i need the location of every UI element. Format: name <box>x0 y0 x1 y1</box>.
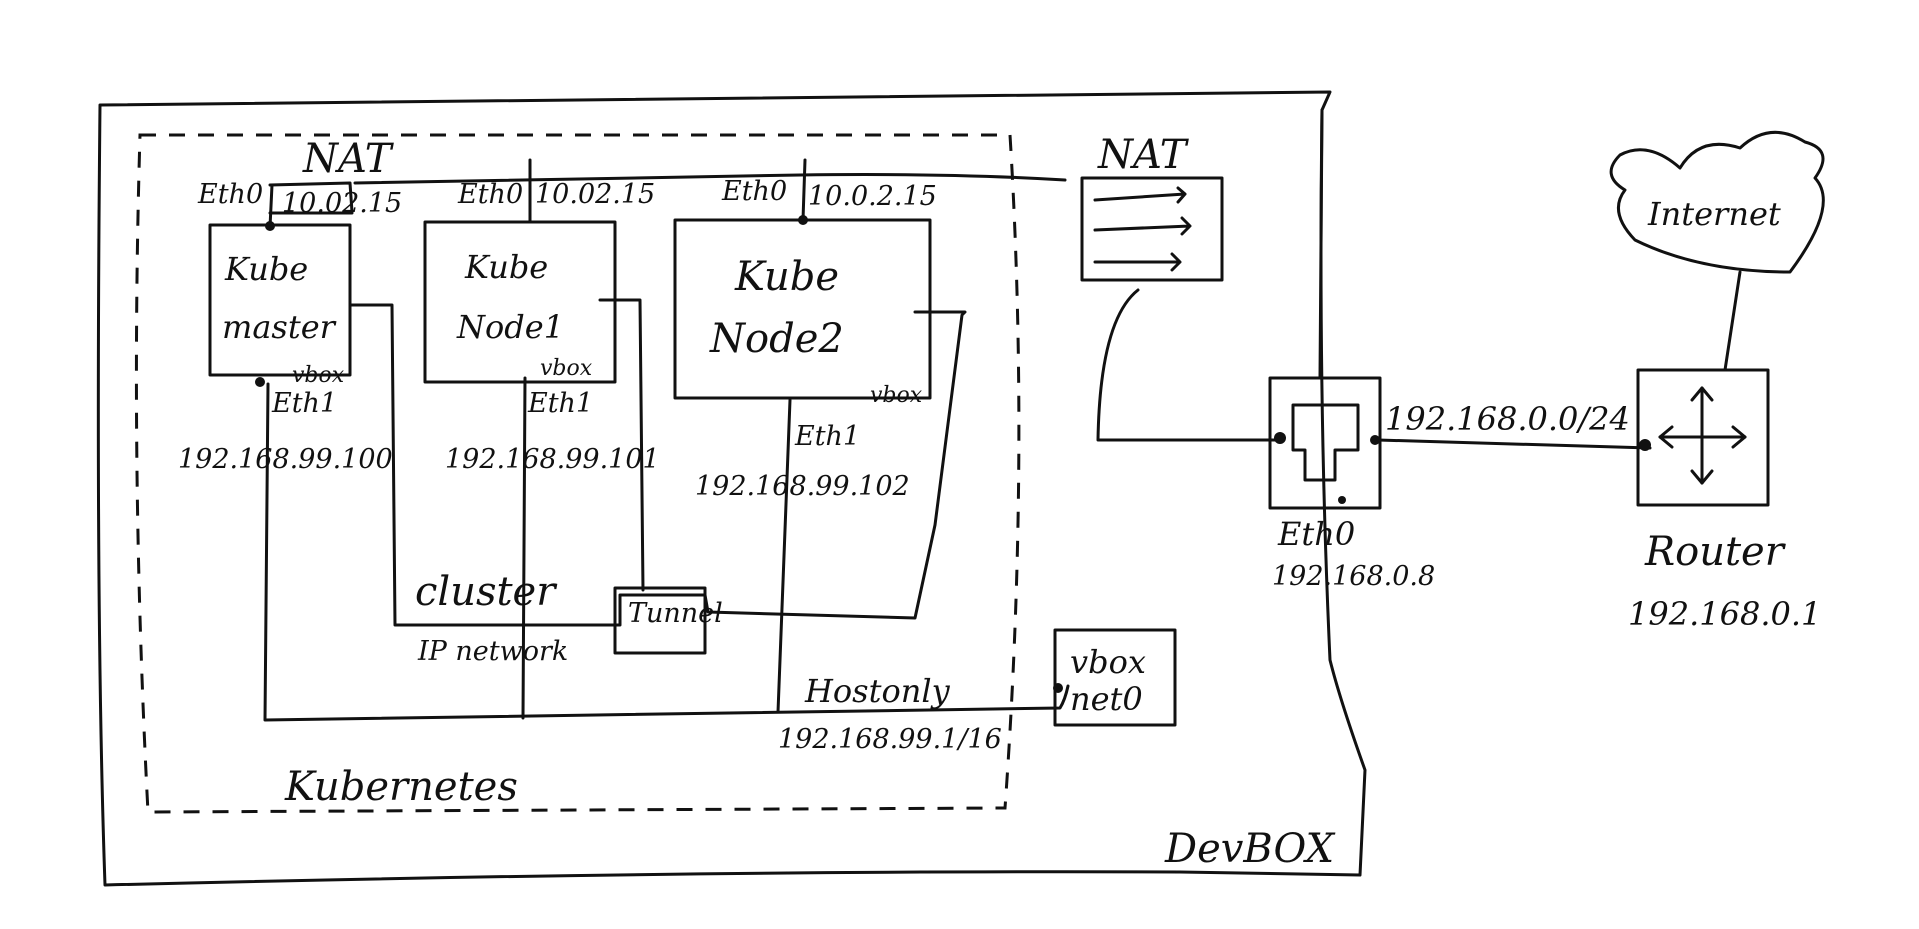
eth1-port <box>255 377 265 387</box>
nat-box <box>1080 176 1224 282</box>
host-ip-label: 192.168.0.8 <box>1272 561 1435 592</box>
internet-link <box>1723 270 1742 372</box>
host-nic-box <box>1268 376 1382 510</box>
cluster-label: cluster <box>415 569 558 615</box>
kubernetes-label: Kubernetes <box>284 764 518 810</box>
eth1-label: Eth1 <box>271 388 337 419</box>
host-nic-icon <box>1291 403 1360 482</box>
devbox-boundary <box>96 90 1367 887</box>
internet-cloud <box>1609 130 1825 274</box>
node-box <box>208 223 352 377</box>
router-arrows-icon <box>1658 386 1747 485</box>
hostonly-net-label: 192.168.99.1/16 <box>778 724 1002 755</box>
router-ip-label: 192.168.0.1 <box>1628 595 1821 633</box>
vbox-label: vbox <box>540 356 593 381</box>
nat-to-host-line <box>1096 288 1282 442</box>
node-box <box>423 220 617 384</box>
hostonly-network-line <box>263 382 1070 722</box>
host-eth0-label: Eth0 <box>1277 515 1355 553</box>
node-kube-node2: Kube Node2 Eth0 10.0.2.15 vbox Eth1 192.… <box>673 158 937 502</box>
node-name-line1: Kube <box>224 250 308 288</box>
host-ip-label: 192.168.99.100 <box>178 444 393 475</box>
node-name-line1: Kube <box>734 254 839 300</box>
lan-link <box>1376 438 1652 450</box>
nat-box-label: NAT <box>1097 132 1190 178</box>
tunnel-label: Tunnel <box>628 598 723 629</box>
host-eth0-port <box>1274 432 1286 444</box>
node-name-line2: Node2 <box>709 316 844 362</box>
hostonly-label: Hostonly <box>804 672 951 710</box>
eth0-port <box>798 215 808 225</box>
node-kube-node1: Kube Node1 Eth0 10.02.15 vbox Eth1 192.1… <box>423 158 660 475</box>
router-label: Router <box>1644 529 1787 575</box>
eth0-label: Eth0 <box>721 176 787 207</box>
eth1-label: Eth1 <box>794 421 860 452</box>
vboxnet0-box <box>1053 628 1177 727</box>
vbox-label: vbox <box>292 363 345 388</box>
ip-network-label: IP network <box>417 636 568 667</box>
internet-label: Internet <box>1647 195 1781 233</box>
nat-ip-label: 10.02.15 <box>535 179 655 210</box>
vbox-label: vbox <box>870 383 923 408</box>
tunnel-box <box>613 586 707 655</box>
node-name-line1: Kube <box>464 248 548 286</box>
eth1-label: Eth1 <box>527 388 593 419</box>
host-ip-label: 192.168.99.101 <box>445 444 660 475</box>
eth0-port <box>265 221 275 231</box>
node-name-line2: Node1 <box>456 308 564 346</box>
nat-ip-label: 10.0.2.15 <box>808 181 937 212</box>
devbox-label: DevBOX <box>1164 826 1336 872</box>
router-port <box>1639 439 1651 451</box>
vboxnet0-port <box>1053 683 1063 693</box>
router-box <box>1636 368 1770 507</box>
node-kube-master: Kube master Eth0 10.02.15 vbox Eth1 192.… <box>178 179 402 475</box>
eth0-label: Eth0 <box>197 179 263 210</box>
host-ip-label: 192.168.99.102 <box>695 471 910 502</box>
node-box <box>673 218 932 400</box>
nat-network-label: NAT <box>302 136 395 182</box>
vboxnet0-line2: net0 <box>1070 680 1143 718</box>
eth0-label: Eth0 <box>457 179 523 210</box>
vboxnet0-line1: vbox <box>1070 643 1146 681</box>
kubernetes-boundary <box>134 133 1021 814</box>
nat-network-line <box>268 173 1067 214</box>
lan-net-label: 192.168.0.0/24 <box>1385 400 1630 438</box>
node-name-line2: master <box>222 308 337 346</box>
